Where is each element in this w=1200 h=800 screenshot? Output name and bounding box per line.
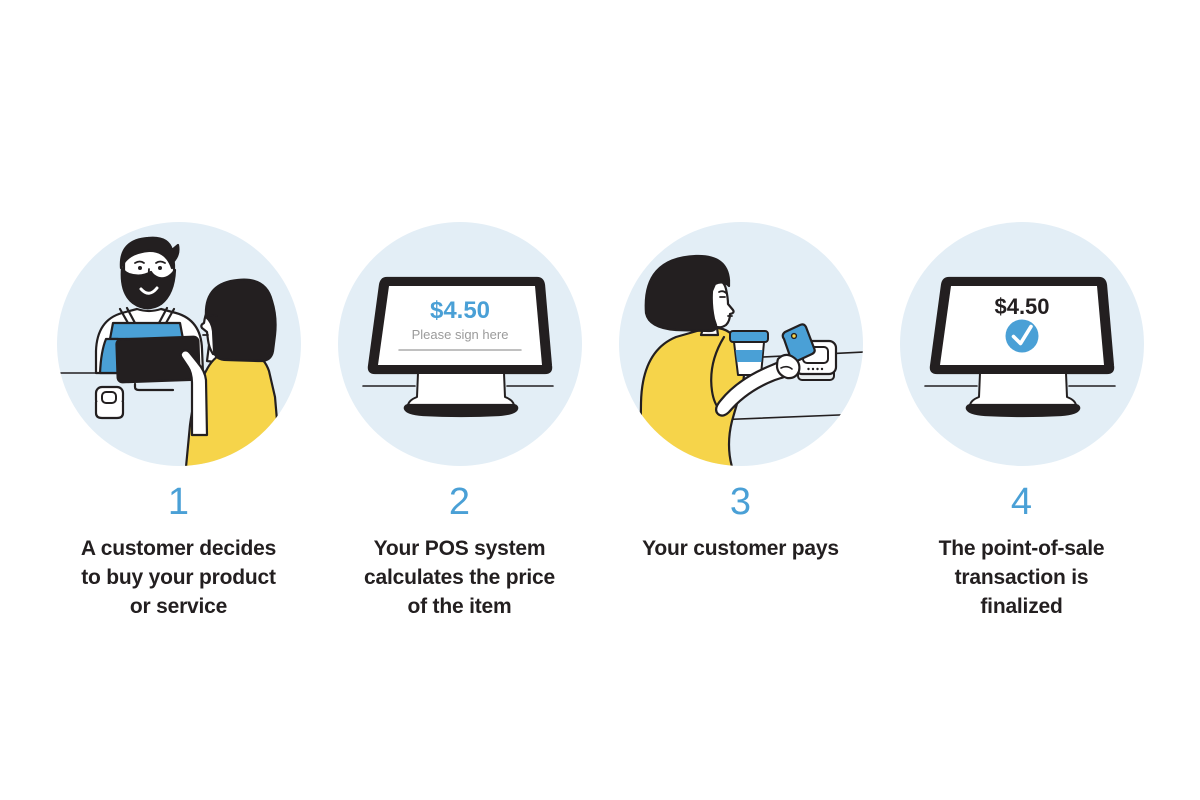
- customer: [638, 254, 745, 466]
- pointing-arm: [179, 349, 208, 437]
- pos-monitor: $4.50: [929, 276, 1114, 375]
- checkmark-icon: [1011, 324, 1033, 346]
- beard: [120, 266, 176, 310]
- step-4-caption: The point-of-sale transaction is finaliz…: [938, 537, 1105, 618]
- step-1: 1 A customer decides to buy your product…: [56, 221, 302, 621]
- screen-prompt: Please sign here: [411, 327, 508, 342]
- screen-price: $4.50: [994, 294, 1049, 319]
- step-2: $4.50 Please sign here 2 Your POS sys: [337, 221, 583, 621]
- step-1-number: 1: [167, 481, 190, 523]
- step-3-illustration: [618, 221, 864, 467]
- pos-monitor-confirmed-illustration: $4.50: [899, 222, 1144, 466]
- step-3: 3 Your customer pays: [618, 221, 864, 621]
- bob-hair: [204, 278, 277, 363]
- step-2-illustration: $4.50 Please sign here: [337, 221, 583, 467]
- screen-price: $4.50: [429, 297, 489, 324]
- customer-tapping-card-illustration: [618, 222, 863, 466]
- step-2-number: 2: [448, 481, 471, 523]
- step-3-number: 3: [729, 481, 752, 523]
- steps-row: 1 A customer decides to buy your product…: [56, 221, 1145, 621]
- step-1-caption: A customer decides to buy your product o…: [80, 537, 277, 618]
- step-1-illustration: [56, 221, 302, 467]
- step-4-number: 4: [1010, 481, 1033, 523]
- step-2-caption: Your POS system calculates the price of …: [364, 537, 555, 618]
- card-reader: [94, 385, 124, 420]
- cashier-with-customer-illustration: [56, 222, 301, 466]
- pos-monitor-signature-illustration: $4.50 Please sign here: [337, 222, 582, 466]
- pos-monitor: $4.50 Please sign here: [367, 276, 552, 375]
- step-4: $4.50 4: [899, 221, 1145, 621]
- check-circle-icon: [1005, 319, 1038, 353]
- coffee-cup: [728, 330, 769, 376]
- counter-line: [712, 413, 863, 421]
- monitor-stand: [965, 372, 1080, 418]
- tablet-screen: [114, 335, 201, 384]
- customer-arm: [714, 353, 800, 417]
- step-4-illustration: $4.50: [899, 221, 1145, 467]
- step-3-caption: Your customer pays: [642, 537, 839, 560]
- monitor-stand: [403, 372, 518, 418]
- bob-hair: [644, 254, 730, 333]
